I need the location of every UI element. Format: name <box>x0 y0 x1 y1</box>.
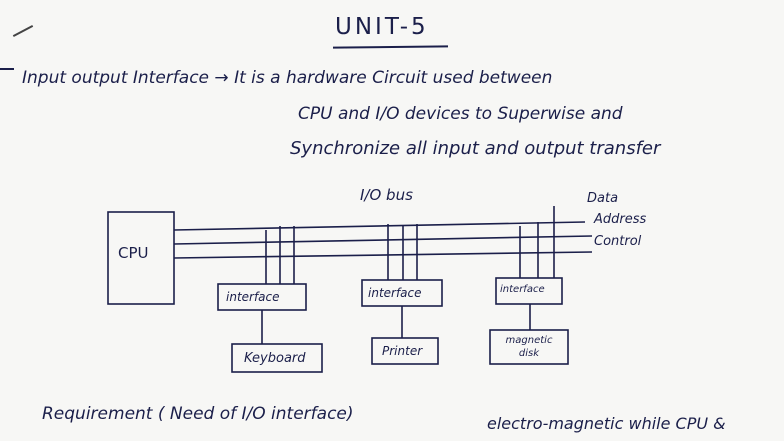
address-signal-label: Address <box>594 212 647 227</box>
keyboard-box <box>231 343 323 373</box>
definition-text-1: It is a hardware Circuit used between <box>234 68 553 88</box>
data-bus-line <box>173 221 586 231</box>
interface-box-3 <box>495 277 563 305</box>
definition-line-2: CPU and I/O devices to Superwise and <box>298 104 623 124</box>
magnetic-disk-box <box>489 329 569 365</box>
page-title: UNIT-5 <box>335 14 429 40</box>
printer-label: Printer <box>382 344 423 358</box>
interface-label-3: interface <box>500 284 545 295</box>
control-bus-line <box>173 251 593 259</box>
address-bus-line <box>173 235 593 245</box>
requirement-heading: Requirement ( Need of I/O interface) <box>42 404 354 424</box>
interface-label-1: interface <box>226 290 280 304</box>
definition-term: Input output Interface <box>22 68 210 88</box>
data-signal-label: Data <box>587 191 619 206</box>
keyboard-label: Keyboard <box>244 351 306 366</box>
printer-box <box>371 337 439 365</box>
control-signal-label: Control <box>594 234 642 249</box>
bullet-dash <box>0 68 14 70</box>
arrow-icon: → <box>214 68 229 88</box>
magnetic-disk-label: magnetic disk <box>505 335 553 359</box>
partial-text-line: electro-magnetic while CPU & <box>487 414 726 433</box>
cpu-label: CPU <box>118 244 149 262</box>
definition-line-3: Synchronize all input and output transfe… <box>290 138 661 159</box>
definition-line-1: Input output Interface → It is a hardwar… <box>22 68 552 88</box>
interface-label-2: interface <box>368 286 422 300</box>
io-bus-label: I/O bus <box>360 186 413 204</box>
